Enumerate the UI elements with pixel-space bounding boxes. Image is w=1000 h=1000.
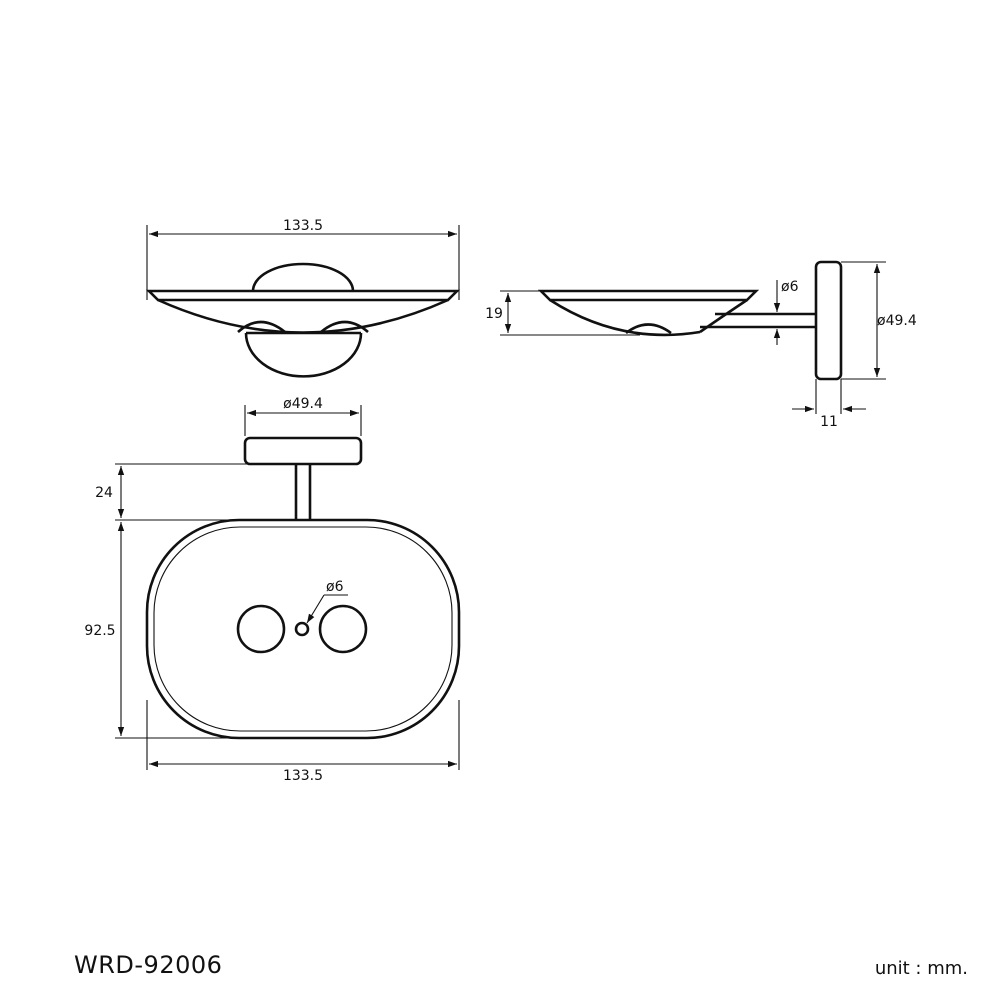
side-rod-dia-label: ø6 [781, 279, 799, 295]
side-view: 19 ø6 ø49.4 11 [485, 260, 917, 430]
side-wall-plate [814, 260, 843, 381]
top-arm-length-label: 24 [95, 485, 113, 501]
top-wall-plate [243, 436, 363, 466]
front-back-plate-top [251, 262, 355, 292]
top-width-label: 133.5 [283, 768, 323, 784]
top-depth-label: 92.5 [84, 623, 115, 639]
top-hole-dia-label: ø6 [326, 579, 344, 595]
front-lump-left [237, 320, 286, 334]
top-hole-left [236, 604, 286, 654]
side-dish-bowl [549, 298, 701, 337]
side-plate-dia-label: ø49.4 [877, 313, 917, 329]
front-wall-plate-bottom [244, 332, 363, 378]
side-dish-rim [537, 289, 760, 302]
side-height-label: 19 [485, 306, 503, 322]
top-hole-center [294, 621, 310, 637]
front-lump-right [320, 320, 369, 334]
top-plate-dia-label: ø49.4 [283, 396, 323, 412]
top-dish-outer [145, 518, 461, 740]
front-dish-bowl [157, 298, 449, 334]
top-view: ø49.4 24 92.5 ø6 133.5 [84, 396, 461, 784]
front-width-label: 133.5 [283, 218, 323, 234]
side-dish-lump [625, 323, 672, 335]
unit-label: unit : mm. [874, 958, 968, 979]
top-dish-inner [153, 526, 453, 732]
top-hole-leader [306, 594, 325, 624]
top-hole-right [318, 604, 368, 654]
front-view: 133.5 [145, 218, 461, 378]
front-dish-rim [145, 289, 461, 302]
model-number: WRD-92006 [74, 951, 223, 979]
side-depth-label: 11 [820, 414, 838, 430]
